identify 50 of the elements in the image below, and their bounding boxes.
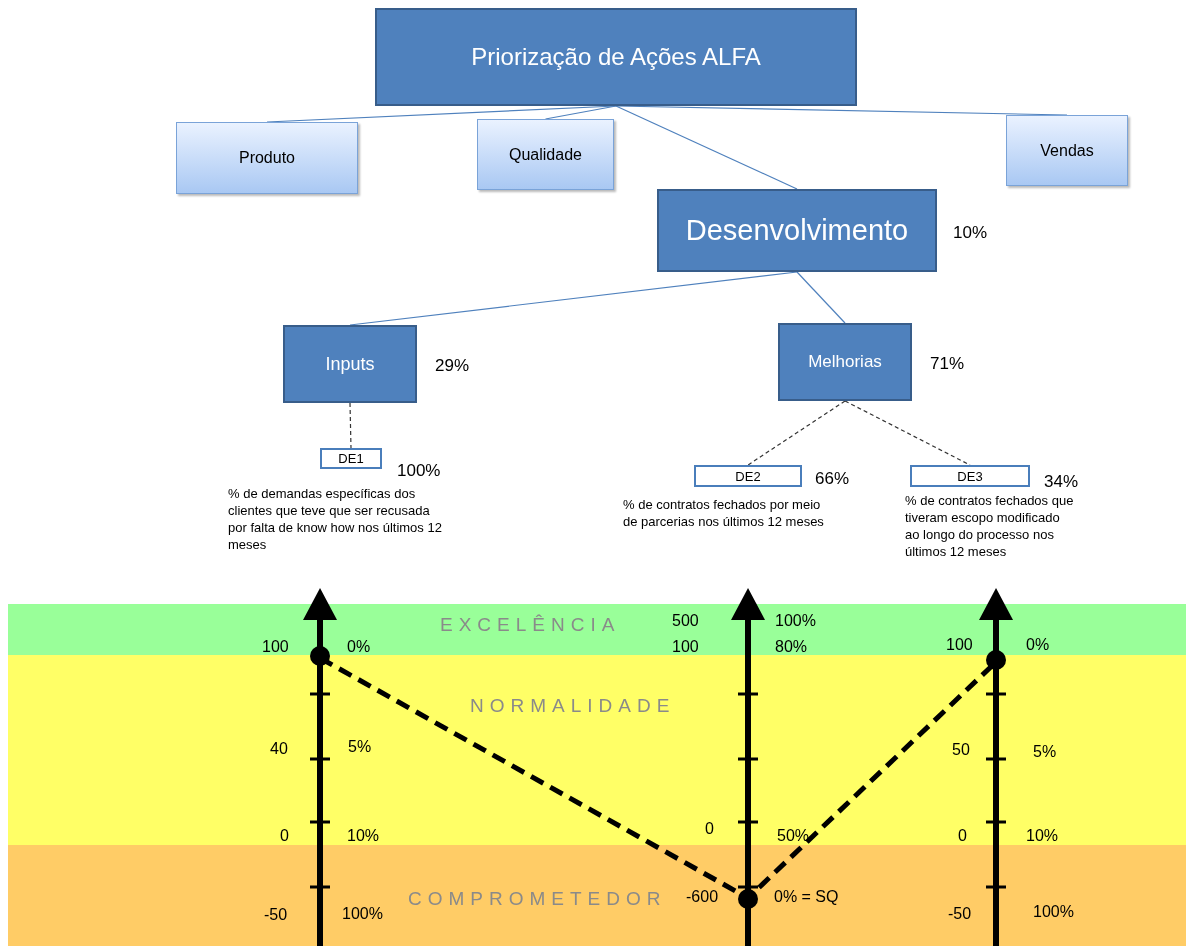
category-box: Melhorias xyxy=(778,323,912,401)
scale-value: 50 xyxy=(952,741,970,759)
connector-line xyxy=(796,271,846,324)
band-title: NORMALIDADE xyxy=(470,695,676,717)
scale-value: 0 xyxy=(958,827,967,845)
indicator-description: % de demandas específicas dos clientes que teve que ser recusada por falta de know how nos últimos 12 meses xyxy=(228,486,443,554)
scale-value: 100 xyxy=(262,638,289,656)
weight-percentage: 10% xyxy=(953,222,989,244)
indicator-box: DE3 xyxy=(910,465,1030,487)
category-box: Vendas xyxy=(1006,115,1128,186)
category-box: Qualidade xyxy=(477,119,614,190)
weight-percentage: 29% xyxy=(435,355,471,377)
scale-value: 10% xyxy=(1026,827,1059,845)
scale-value: 100% xyxy=(342,905,383,923)
scale-value: -50 xyxy=(264,906,288,924)
scale-value: 0 xyxy=(705,820,714,838)
indicator-description: % de contratos fechados que tiveram escopo modificado ao longo do processo nos últimos 12 meses xyxy=(905,493,1075,561)
scale-value: 0 xyxy=(280,827,289,845)
connector-line xyxy=(747,400,846,466)
weight-percentage: 34% xyxy=(1044,471,1080,493)
scale-value: 0% xyxy=(347,638,371,656)
scale-value: 0% = SQ xyxy=(774,888,839,906)
scale-value: 500 xyxy=(672,612,699,630)
category-box: Inputs xyxy=(283,325,417,403)
scale-value: 100 xyxy=(672,638,699,656)
weight-percentage: 71% xyxy=(930,353,966,375)
connector-line xyxy=(349,402,352,449)
scale-value: 100% xyxy=(1033,903,1074,921)
scale-value: 50% xyxy=(777,827,810,845)
indicator-box: DE1 xyxy=(320,448,382,469)
scale-value: 40 xyxy=(270,740,288,758)
scale-value: 10% xyxy=(347,827,380,845)
weight-percentage: 100% xyxy=(397,460,442,482)
weight-percentage: 66% xyxy=(815,468,851,490)
category-box: Produto xyxy=(176,122,358,194)
scale-value: -600 xyxy=(686,888,719,906)
indicator-box: DE2 xyxy=(694,465,802,487)
category-box: Priorização de Ações ALFA xyxy=(375,8,857,106)
scale-value: 5% xyxy=(1033,743,1057,761)
scale-value: -50 xyxy=(948,905,972,923)
band-title: COMPROMETEDOR xyxy=(408,888,667,910)
scale-value: 5% xyxy=(348,738,372,756)
indicator-description: % de contratos fechados por meio de parcerias nos últimos 12 meses xyxy=(623,497,825,531)
band-title: EXCELÊNCIA xyxy=(440,614,621,636)
scale-value: 100 xyxy=(946,636,973,654)
scale-value: 100% xyxy=(775,612,816,630)
category-box: Desenvolvimento xyxy=(657,189,937,272)
scale-value: 80% xyxy=(775,638,808,656)
connector-line xyxy=(615,105,798,190)
scale-value: 0% xyxy=(1026,636,1050,654)
